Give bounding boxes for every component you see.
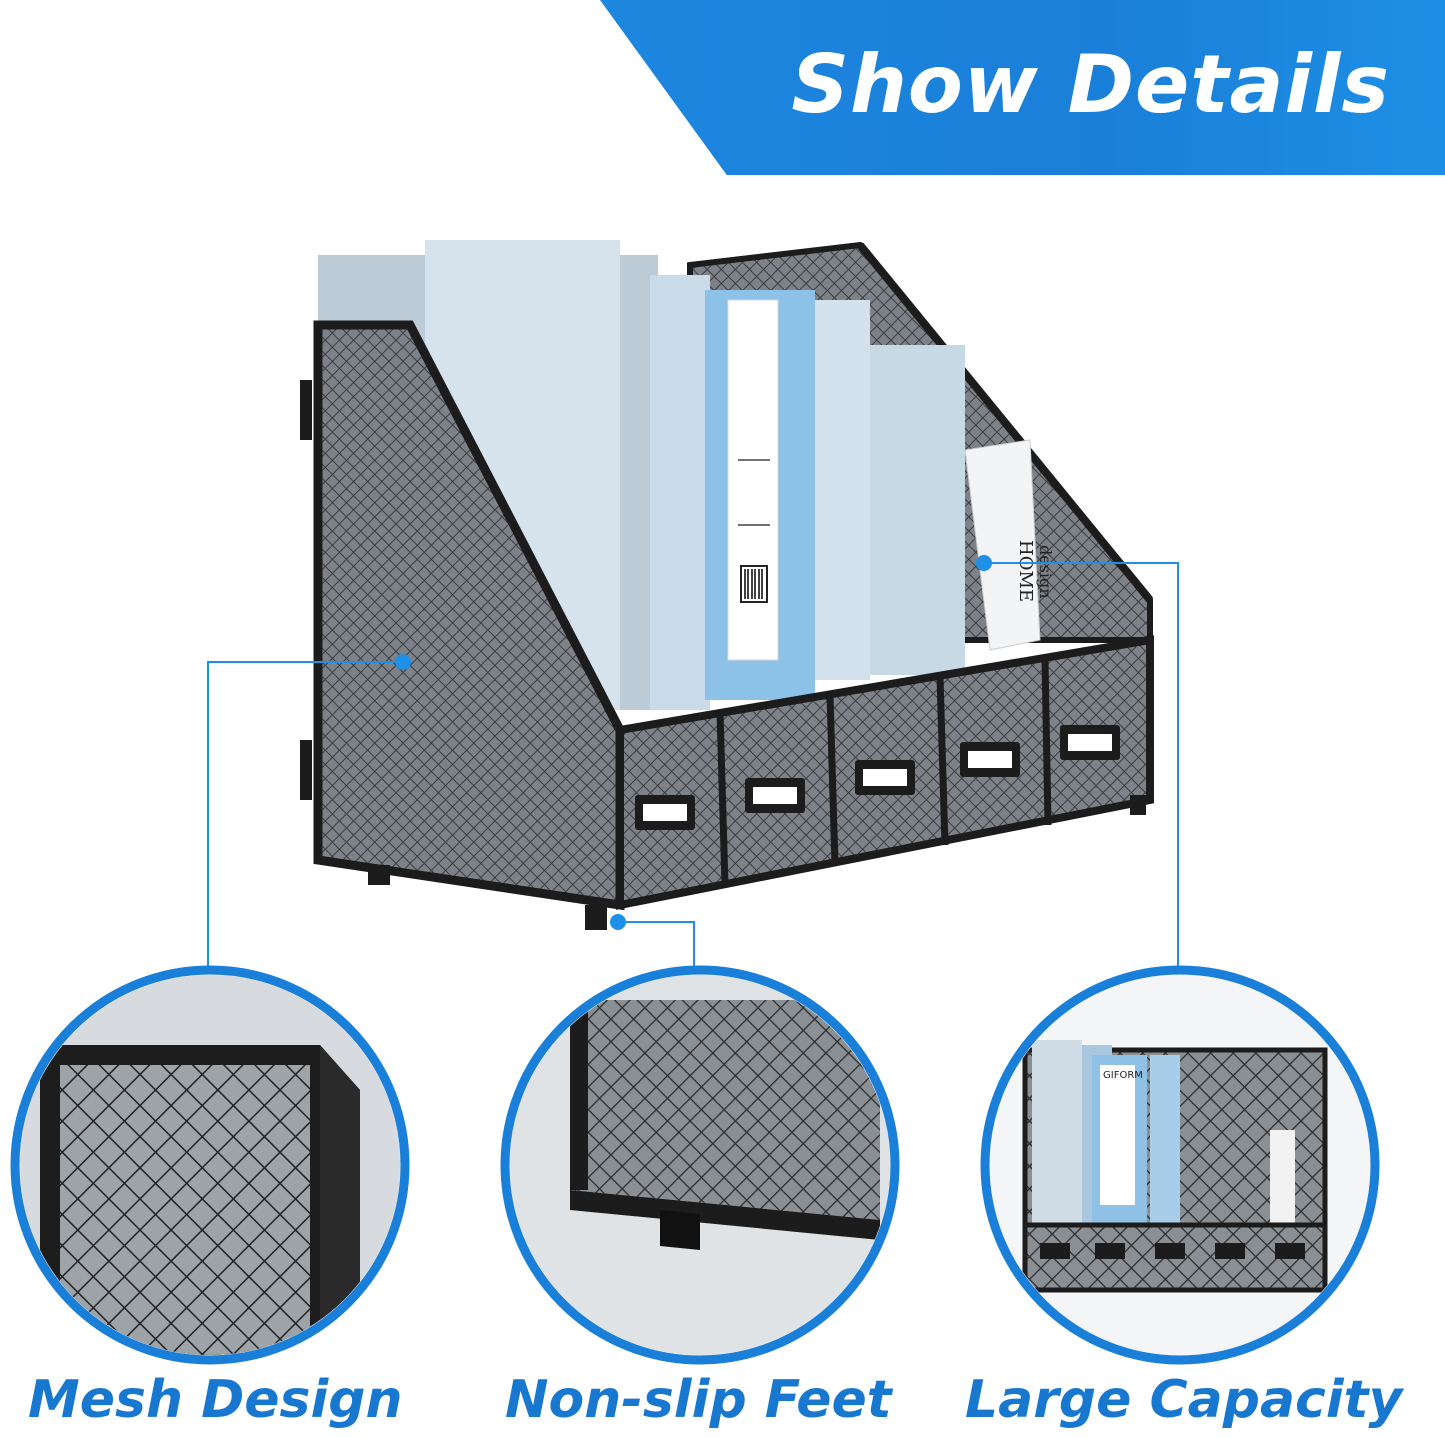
feature-label-capacity: Large Capacity (965, 1370, 1403, 1430)
thumb-folder-label: GIFORM (1103, 1070, 1143, 1081)
header-banner (600, 0, 1445, 175)
callout-dot-capacity (976, 555, 992, 571)
detail-circle-mesh (10, 965, 410, 1365)
banner-title: Show Details (791, 38, 1390, 131)
detail-circle-capacity: GIFORM (980, 965, 1380, 1365)
callout-dot-mesh (395, 654, 411, 670)
feature-label-feet: Non-slip Feet (505, 1370, 892, 1430)
book-spine-text: HOME (1015, 540, 1036, 602)
callout-lines (207, 562, 1179, 975)
feature-label-mesh: Mesh Design (28, 1370, 403, 1430)
book-spine-text-2: design (1036, 545, 1055, 599)
organizer-front (368, 635, 1154, 930)
callout-dot-feet (610, 914, 626, 930)
detail-circle-feet (500, 965, 900, 1365)
